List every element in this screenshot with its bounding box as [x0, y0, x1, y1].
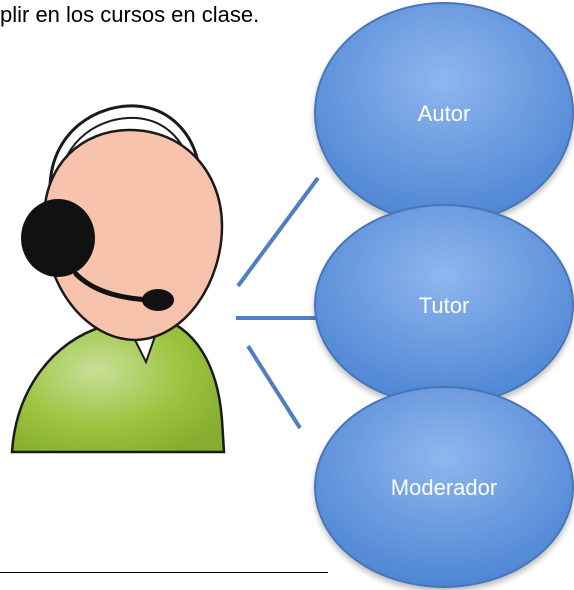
- headband-shape: [48, 104, 202, 187]
- microphone-boom-shape: [73, 271, 153, 303]
- footnote-divider: [0, 572, 328, 573]
- role-node-tutor: Tutor: [314, 204, 574, 406]
- role-label-autor: Autor: [418, 101, 471, 126]
- role-label-tutor: Tutor: [419, 293, 470, 318]
- head-shape: [42, 128, 224, 342]
- connector-line-autor: [236, 176, 320, 288]
- person-with-headset-icon: [10, 104, 226, 454]
- ear-cup-shape: [21, 199, 95, 277]
- connector-line-moderador: [246, 344, 302, 430]
- role-node-autor: Autor: [314, 2, 574, 224]
- role-label-moderador: Moderador: [391, 475, 497, 500]
- role-node-moderador: Moderador: [314, 386, 574, 588]
- microphone-shape: [142, 289, 174, 311]
- intro-text: plir en los cursos en clase.: [0, 2, 260, 27]
